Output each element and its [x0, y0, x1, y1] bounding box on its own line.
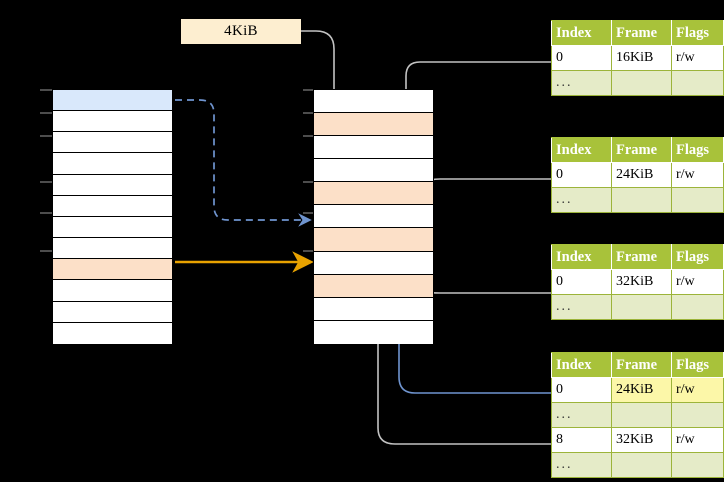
- page-table-level-3-row[interactable]: ...: [551, 294, 724, 320]
- page-table-level-4-cell-flags: r/w: [671, 377, 724, 403]
- page-table-level-2-cell-index: ...: [551, 187, 612, 213]
- left-row-0: [53, 90, 172, 112]
- page-table-level-4-cell-index: 8: [551, 427, 612, 453]
- left-row-1: [53, 111, 172, 133]
- middle-row-8: [314, 274, 433, 298]
- page-table-level-4-cell-index: ...: [551, 452, 612, 478]
- page-table-level-1-header-frame: Frame: [611, 20, 672, 46]
- left-row-6: [53, 216, 172, 239]
- left-row-8: [53, 259, 172, 281]
- ellipsis: ...: [556, 75, 573, 90]
- ellipsis: ...: [556, 192, 573, 207]
- page-table-level-3-cell-flags: [671, 294, 724, 320]
- page-table-level-2-header-index: Index: [551, 137, 612, 163]
- middle-row-ticks: [303, 89, 313, 252]
- page-table-level-3-header-index: Index: [551, 244, 612, 270]
- middle-row-7: [314, 251, 433, 275]
- page-table-level-2-header-frame: Frame: [611, 137, 672, 163]
- page-size-label: 4KiB: [181, 19, 301, 44]
- page-table-level-2-cell-index: 0: [551, 162, 612, 188]
- middle-row-1: [314, 113, 433, 137]
- middle-row-2: [314, 136, 433, 160]
- page-table-level-4-cell-frame: [611, 402, 672, 428]
- left-row-3: [53, 153, 172, 175]
- left-row-2: [53, 132, 172, 154]
- page-table-level-4-header-index: Index: [551, 352, 612, 378]
- page-table-level-4-cell-frame: 32KiB: [611, 427, 672, 453]
- page-table-level-2-row[interactable]: ...: [551, 187, 724, 213]
- left-row-9: [53, 280, 172, 302]
- physical-address-space-table: [313, 89, 434, 344]
- wire-virtual-page-mapping: [175, 99, 312, 227]
- page-table-level-2-cell-flags: [671, 187, 724, 213]
- page-table-level-2-cell-flags: r/w: [671, 162, 724, 188]
- page-table-level-1-header-index: Index: [551, 20, 612, 46]
- page-table-level-4-header-frame: Frame: [611, 352, 672, 378]
- page-table-level-3-header-frame: Frame: [611, 244, 672, 270]
- page-table-level-1-cell-index: ...: [551, 70, 612, 96]
- page-table-level-4-cell-index: ...: [551, 402, 612, 428]
- middle-row-3: [314, 159, 433, 183]
- page-table-level-4-header-flags: Flags: [671, 352, 724, 378]
- ellipsis: ...: [556, 407, 573, 422]
- page-table-level-4-cell-frame: [611, 452, 672, 478]
- middle-row-4: [314, 182, 433, 206]
- page-table-level-1-cell-index: 0: [551, 45, 612, 71]
- page-table-level-4-cell-frame: 24KiB: [611, 377, 672, 403]
- left-row-4: [53, 174, 172, 196]
- page-table-level-4-cell-flags: [671, 402, 724, 428]
- page-table-level-3-cell-frame: 32KiB: [611, 269, 672, 295]
- page-table-level-1-header-flags: Flags: [671, 20, 724, 46]
- page-table-level-2-header-flags: Flags: [671, 137, 724, 163]
- page-table-level-4-cell-index: 0: [551, 377, 612, 403]
- page-table-level-4-row[interactable]: ...: [551, 452, 724, 478]
- middle-row-0: [314, 90, 433, 114]
- virtual-address-space-table: [52, 89, 173, 344]
- page-table-level-4-row[interactable]: ...: [551, 402, 724, 428]
- middle-row-10: [314, 320, 433, 344]
- page-table-level-1-cell-frame: [611, 70, 672, 96]
- page-table-level-3-cell-flags: r/w: [671, 269, 724, 295]
- page-table-level-3-header-flags: Flags: [671, 244, 724, 270]
- page-table-level-1-cell-frame: 16KiB: [611, 45, 672, 71]
- page-table-level-1-cell-flags: r/w: [671, 45, 724, 71]
- page-table-level-1-cell-flags: [671, 70, 724, 96]
- middle-row-6: [314, 228, 433, 252]
- ellipsis: ...: [556, 299, 573, 314]
- middle-row-9: [314, 297, 433, 321]
- left-row-11: [53, 322, 172, 344]
- page-table-level-4-cell-flags: [671, 452, 724, 478]
- left-row-ticks: [40, 89, 52, 252]
- page-table-level-2-cell-frame: [611, 187, 672, 213]
- ellipsis: ...: [556, 457, 573, 472]
- page-table-level-1-row[interactable]: ...: [551, 70, 724, 96]
- page-table-level-3-cell-index: 0: [551, 269, 612, 295]
- page-table-level-2-cell-frame: 24KiB: [611, 162, 672, 188]
- left-row-7: [53, 238, 172, 260]
- left-row-5: [53, 195, 172, 217]
- page-table-level-3-cell-index: ...: [551, 294, 612, 320]
- left-row-10: [53, 301, 172, 323]
- page-table-level-3-cell-frame: [611, 294, 672, 320]
- page-table-level-4-cell-flags: r/w: [671, 427, 724, 453]
- middle-row-5: [314, 205, 433, 229]
